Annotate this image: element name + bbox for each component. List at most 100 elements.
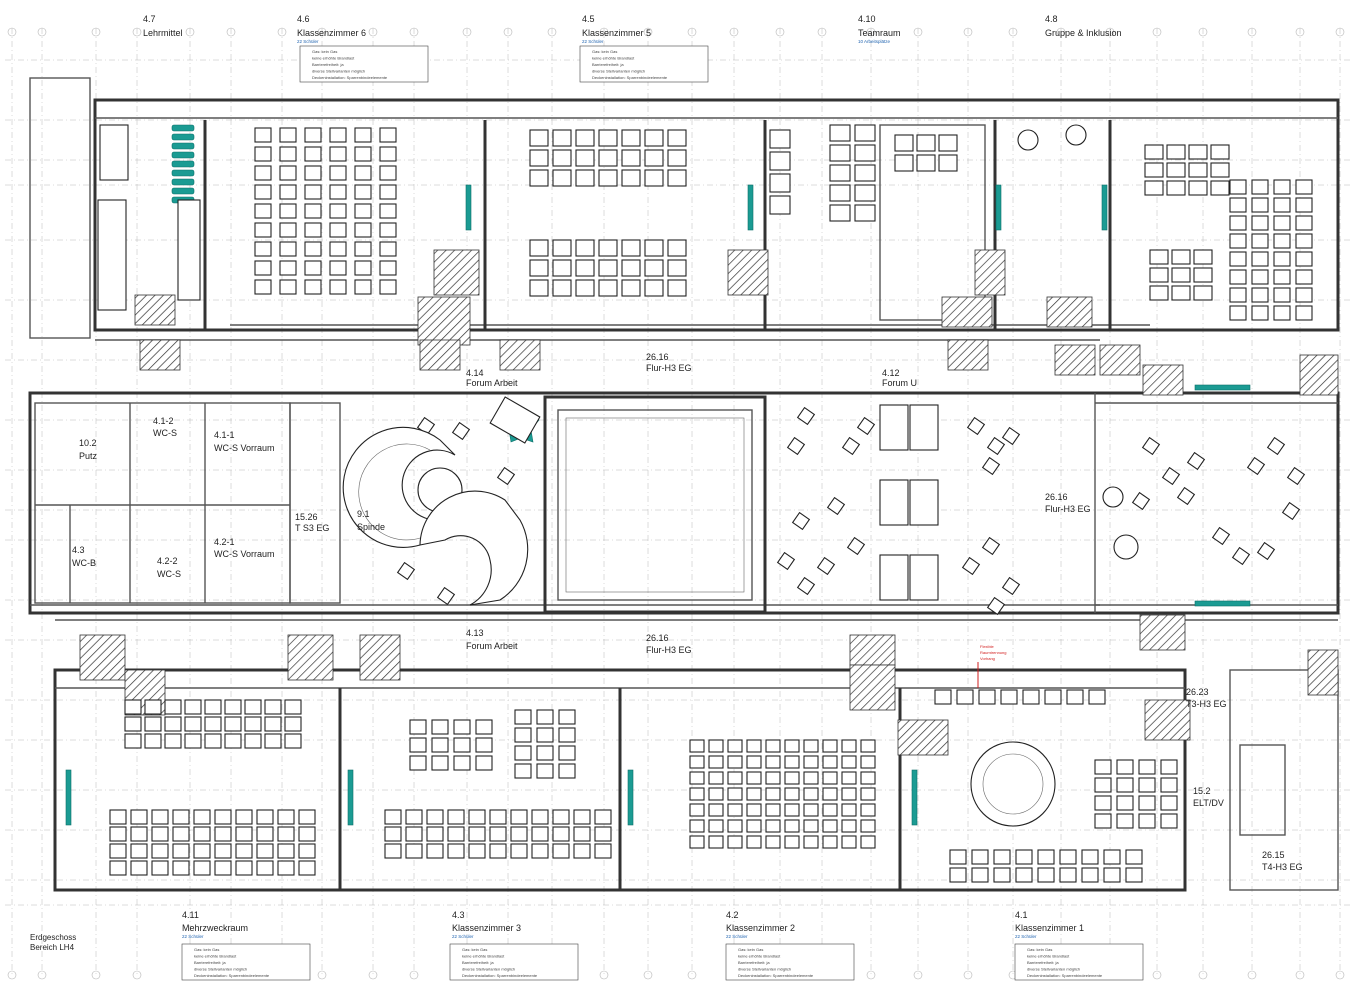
desk	[558, 727, 576, 743]
desk	[468, 843, 486, 859]
desk	[204, 733, 222, 749]
desk	[860, 835, 876, 849]
desk	[1229, 305, 1247, 321]
chair	[436, 586, 456, 606]
grid-marker	[462, 27, 472, 37]
chair	[846, 536, 866, 556]
desk	[803, 819, 819, 833]
desk	[829, 124, 851, 142]
desk	[949, 867, 967, 883]
desk	[1273, 305, 1291, 321]
desk	[822, 803, 838, 817]
note-line: Deckeninstallation: Sparrenbindeelemente	[592, 75, 668, 80]
desk	[254, 127, 272, 143]
desk	[329, 241, 347, 257]
chair	[981, 456, 1001, 476]
table	[909, 554, 939, 601]
teal-marker	[171, 133, 195, 141]
desk	[235, 843, 253, 859]
desk	[1103, 849, 1121, 865]
desk	[689, 787, 705, 801]
desk	[109, 843, 127, 859]
teal-marker	[171, 160, 195, 168]
desk	[151, 860, 169, 876]
desk	[1188, 162, 1208, 178]
room-number: 4.3	[72, 545, 85, 555]
desk	[354, 165, 372, 181]
grid-marker	[547, 27, 557, 37]
grid-marker	[913, 970, 923, 980]
desk	[667, 169, 687, 187]
desk	[1251, 287, 1269, 303]
room-number: 4.8	[1045, 14, 1058, 24]
red-annotation: Vorhang	[980, 656, 995, 661]
desk	[204, 699, 222, 715]
teal-marker	[65, 769, 72, 826]
chair	[786, 436, 806, 456]
desk	[708, 819, 724, 833]
teal-markers	[65, 124, 1251, 826]
grid-marker	[1056, 27, 1066, 37]
desk	[277, 860, 295, 876]
desk	[329, 127, 347, 143]
desk	[224, 733, 242, 749]
desk	[475, 737, 493, 753]
desk	[746, 819, 762, 833]
desk	[860, 755, 876, 769]
chair	[966, 416, 986, 436]
labels: 4.7 Lehrmittel 4.6 Klassenzimmer 6 22 Sc…	[30, 14, 1303, 952]
desk	[235, 809, 253, 825]
desk	[552, 279, 572, 297]
desk	[536, 727, 554, 743]
desk	[746, 771, 762, 785]
desk	[689, 803, 705, 817]
floor-caption: Bereich LH4	[30, 943, 75, 952]
structural-columns	[79, 249, 1339, 756]
room-name: Klassenzimmer 1	[1015, 923, 1084, 933]
desk	[598, 129, 618, 147]
desk	[784, 835, 800, 849]
room-name: Forum Arbeit	[466, 378, 518, 388]
desk	[1166, 180, 1186, 196]
note-line: Barrierefreiheit: ja	[738, 960, 770, 965]
table	[909, 404, 939, 451]
desk	[803, 787, 819, 801]
desk	[1160, 777, 1178, 793]
table	[879, 404, 909, 451]
desk	[894, 154, 914, 172]
desk	[379, 222, 397, 238]
desk	[558, 745, 576, 761]
desk	[934, 689, 952, 705]
chair	[1281, 501, 1301, 521]
room-number: 26.23	[1186, 687, 1209, 697]
desk	[1037, 849, 1055, 865]
desk	[214, 809, 232, 825]
room-name: WC-S	[157, 569, 181, 579]
room-name: T3-H3 EG	[1186, 699, 1227, 709]
desk	[354, 146, 372, 162]
desk	[956, 689, 974, 705]
desk	[405, 843, 423, 859]
grid-marker	[1247, 970, 1257, 980]
chair	[1161, 466, 1181, 486]
desk	[164, 733, 182, 749]
room-number: 4.5	[582, 14, 595, 24]
desk	[354, 241, 372, 257]
grid-marker	[1335, 970, 1345, 980]
desk	[1193, 267, 1213, 283]
desk	[172, 843, 190, 859]
teal-marker	[347, 769, 354, 826]
desk	[621, 259, 641, 277]
grid-marker	[687, 27, 697, 37]
desk	[938, 154, 958, 172]
teal-marker	[465, 184, 472, 231]
room-number: 4.1-1	[214, 430, 235, 440]
note-line: diverse Stellvarianten möglich	[1027, 967, 1080, 972]
desk	[204, 716, 222, 732]
grid-marker	[1295, 970, 1305, 980]
room-number: 4.10	[858, 14, 876, 24]
chair	[1246, 456, 1266, 476]
desk	[558, 763, 576, 779]
desk	[536, 745, 554, 761]
grid-marker	[37, 27, 47, 37]
